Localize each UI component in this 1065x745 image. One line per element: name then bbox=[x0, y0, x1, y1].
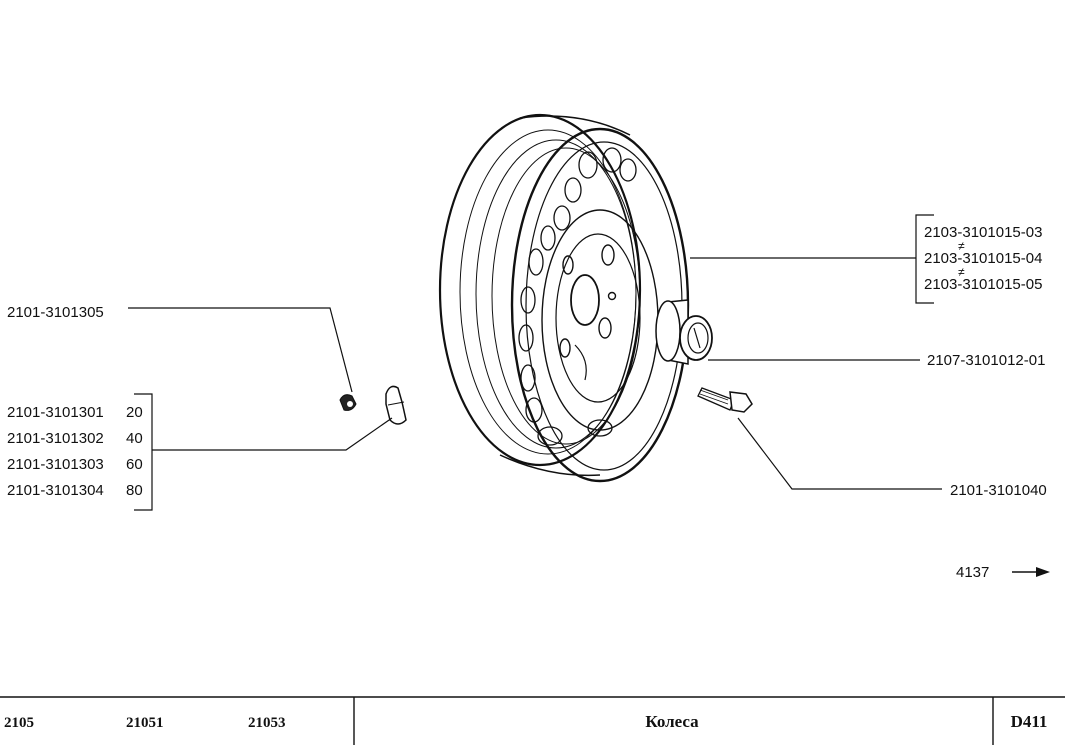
leader-valve-cap bbox=[128, 307, 353, 393]
valves-list: 2101-3101301 20 2101-3101302 40 2101-310… bbox=[7, 404, 143, 499]
valve-code: 2101-3101303 bbox=[7, 456, 104, 473]
tire-groove-3 bbox=[491, 147, 641, 445]
footer-title: Колеса bbox=[645, 712, 699, 731]
label-valve-cap: 2101-3101305 bbox=[7, 304, 104, 321]
tire-groove-2 bbox=[475, 139, 637, 449]
hub-cap-drawing bbox=[655, 299, 713, 365]
rim-ventilation-holes bbox=[518, 147, 637, 446]
label-hub-cap: 2107-3101012-01 bbox=[927, 352, 1045, 369]
footer-model: 21053 bbox=[248, 715, 286, 731]
tire-bottom-connector bbox=[499, 454, 601, 477]
valve-code: 2101-3101304 bbox=[7, 482, 104, 499]
footer-code: D411 bbox=[1011, 712, 1048, 731]
rim-code: 2103-3101015-04 bbox=[924, 250, 1042, 267]
arrow-right-icon bbox=[1012, 567, 1050, 577]
valve-qty: 80 bbox=[126, 482, 143, 499]
valve-code: 2101-3101301 bbox=[7, 404, 104, 421]
rims-list: 2103-3101015-03 ≠ 2103-3101015-04 ≠ 2103… bbox=[924, 224, 1042, 293]
wheel-illustration bbox=[339, 113, 753, 483]
bolt-holes bbox=[559, 244, 617, 358]
rim-center-bore bbox=[570, 274, 600, 326]
tire-top-connector bbox=[519, 115, 631, 136]
rim-disc bbox=[541, 209, 659, 431]
label-bolt: 2101-3101040 bbox=[950, 482, 1047, 499]
tire-groove-1 bbox=[459, 129, 637, 455]
valve-qty: 60 bbox=[126, 456, 143, 473]
rim-disc-inner bbox=[555, 233, 641, 403]
rims-bracket bbox=[915, 214, 934, 304]
rim-code: 2103-3101015-05 bbox=[924, 276, 1042, 293]
footer-model: 21051 bbox=[126, 715, 164, 731]
wheel-bolt-drawing bbox=[697, 387, 753, 413]
footer-model: 2105 bbox=[4, 715, 34, 731]
footer: 2105 21051 21053 Колеса D411 bbox=[0, 696, 1065, 745]
not-equal-sign: ≠ bbox=[958, 239, 965, 253]
valve-stem-drawing bbox=[385, 385, 407, 425]
ref-number: 4137 bbox=[956, 564, 989, 581]
valve-code: 2101-3101302 bbox=[7, 430, 104, 447]
tire-back-edge bbox=[438, 113, 642, 467]
valve-qty: 40 bbox=[126, 430, 143, 447]
rim-code: 2103-3101015-03 bbox=[924, 224, 1042, 241]
leader-bolt bbox=[737, 417, 942, 490]
disc-rib bbox=[574, 344, 587, 381]
leader-lines bbox=[128, 214, 942, 511]
valve-cap-drawing bbox=[339, 394, 357, 411]
leader-valves bbox=[152, 417, 393, 451]
valve-qty: 20 bbox=[126, 404, 143, 421]
valves-bracket bbox=[134, 393, 153, 511]
not-equal-sign: ≠ bbox=[958, 265, 965, 279]
